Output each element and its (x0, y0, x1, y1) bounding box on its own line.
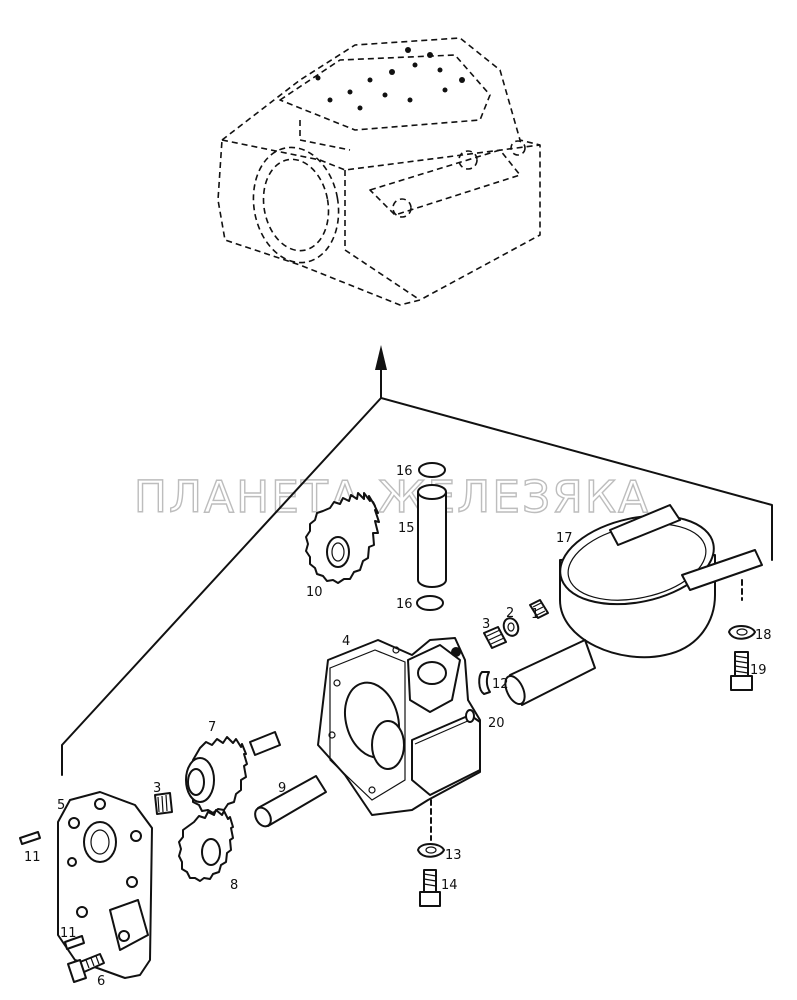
label-part-16-top: 16 (396, 464, 413, 479)
label-part-13: 13 (445, 848, 462, 863)
label-part-12: 12 (492, 677, 509, 692)
gear-part-8 (178, 809, 234, 882)
label-part-17: 17 (556, 531, 573, 546)
label-part-18: 18 (755, 628, 772, 643)
label-part-11-lower: 11 (60, 926, 77, 941)
dowel-part-11-upper (19, 831, 41, 845)
pump-housing-part-4 (317, 637, 481, 816)
watermark-text: ПЛАНЕТА ЖЕЛЕЗЯКА (134, 472, 650, 523)
label-part-5: 5 (57, 798, 65, 813)
washer-part-2 (502, 617, 520, 637)
bolt-part-19 (730, 651, 753, 691)
dowel-part-20 (465, 709, 475, 723)
dowel-part-11-lower (64, 935, 85, 950)
part-labels: 1 2 3 3 4 5 6 7 8 9 10 11 11 12 13 14 15… (24, 464, 772, 989)
pin-part-9 (254, 775, 327, 828)
label-part-3-lower: 3 (153, 781, 161, 796)
label-part-16-bottom: 16 (396, 597, 413, 612)
label-part-3-upper: 3 (482, 617, 490, 632)
o-ring-part-16-bottom (416, 595, 444, 611)
pin-part-15 (417, 484, 447, 588)
label-part-8: 8 (230, 878, 238, 893)
label-part-1: 1 (531, 607, 539, 622)
label-part-15: 15 (398, 521, 415, 536)
bolt-part-6 (67, 953, 105, 983)
leader-lines (61, 397, 773, 841)
bearing-part-1 (529, 599, 549, 619)
label-part-7: 7 (208, 720, 216, 735)
label-part-20: 20 (488, 716, 505, 731)
cover-plate-part-5 (57, 791, 153, 979)
washer-part-13 (417, 843, 445, 858)
o-ring-part-16-top (418, 462, 446, 478)
label-part-14: 14 (441, 878, 458, 893)
label-part-11-upper: 11 (24, 850, 41, 865)
label-part-4: 4 (342, 634, 350, 649)
bolt-part-14 (419, 869, 441, 907)
label-part-9: 9 (278, 781, 286, 796)
clip-part-12 (478, 671, 491, 695)
bearing-part-3-lower (154, 792, 173, 815)
engine-block-phantom (217, 37, 541, 306)
label-part-6: 6 (97, 974, 105, 989)
label-part-10: 10 (306, 585, 323, 600)
label-part-19: 19 (750, 663, 767, 678)
label-part-2: 2 (506, 606, 514, 621)
drive-gear-part-7 (185, 731, 281, 814)
assembly-arrow (375, 345, 387, 399)
washer-part-18 (728, 625, 756, 640)
strainer-part-17 (504, 504, 763, 706)
gear-part-10 (305, 492, 380, 584)
bearing-part-3-upper (483, 626, 507, 649)
